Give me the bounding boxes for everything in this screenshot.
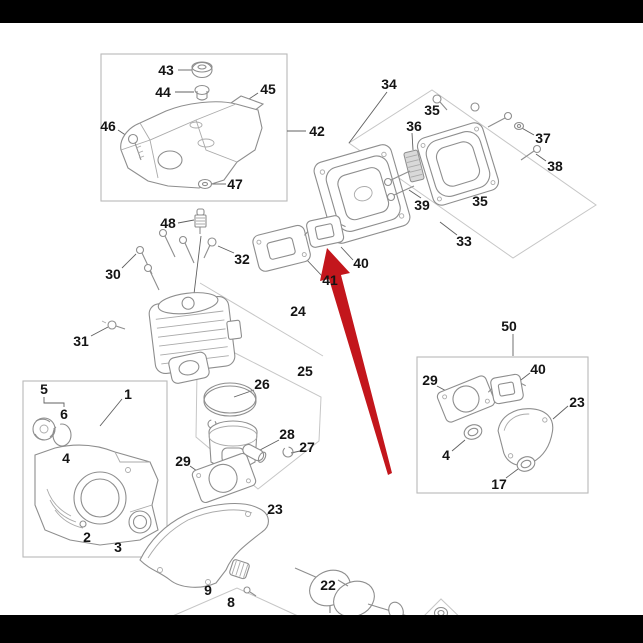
part-cylinder-screws-30 bbox=[135, 228, 195, 291]
part-number-label-47: 47 bbox=[227, 176, 243, 192]
part-spark-plug-48 bbox=[194, 208, 207, 234]
top-cover-group-box bbox=[100, 53, 288, 202]
part-muffler-front-34 bbox=[325, 155, 401, 232]
part-number-label-27: 27 bbox=[299, 439, 315, 455]
part-number-label-6: 6 bbox=[60, 406, 68, 422]
part-gasket-40-target bbox=[304, 215, 346, 248]
part-number-label-48: 48 bbox=[160, 215, 176, 231]
part-needle-cage-9 bbox=[229, 559, 250, 580]
part-number-label-29b: 29 bbox=[422, 372, 438, 388]
part-number-label-34: 34 bbox=[381, 76, 397, 92]
part-gasket-29-kit bbox=[436, 375, 496, 423]
part-number-label-39: 39 bbox=[414, 197, 430, 213]
part-number-label-40a: 40 bbox=[353, 255, 369, 271]
part-bushing-44 bbox=[194, 84, 210, 101]
part-wrist-pin-28 bbox=[242, 443, 267, 463]
part-number-label-3: 3 bbox=[114, 539, 122, 555]
part-number-label-44: 44 bbox=[155, 84, 171, 100]
part-cylinder-24 bbox=[148, 292, 243, 375]
part-number-label-42: 42 bbox=[309, 123, 325, 139]
bearing-group-plane bbox=[167, 587, 299, 619]
part-number-label-36: 36 bbox=[406, 118, 422, 134]
part-number-label-17: 17 bbox=[491, 476, 507, 492]
part-rivet-37-small bbox=[470, 102, 480, 112]
part-number-label-43: 43 bbox=[158, 62, 174, 78]
part-decomp-valve-31 bbox=[101, 320, 126, 330]
part-crankcase-2 bbox=[34, 444, 159, 546]
muffler-group-plane bbox=[348, 89, 597, 259]
part-bolt-8 bbox=[243, 586, 257, 597]
part-number-label-32: 32 bbox=[234, 251, 250, 267]
part-gasket-plate-41 bbox=[252, 224, 311, 272]
part-number-label-40b: 40 bbox=[530, 361, 546, 377]
part-grommet-43 bbox=[191, 61, 213, 79]
part-bearing-3 bbox=[128, 510, 152, 534]
part-number-label-22: 22 bbox=[320, 577, 336, 593]
part-number-label-38: 38 bbox=[547, 158, 563, 174]
gasket-kit-group-box bbox=[416, 356, 589, 494]
part-oil-seal-17-kit bbox=[516, 456, 536, 472]
part-bolt-38 bbox=[520, 144, 542, 161]
part-bolt-32 bbox=[203, 237, 217, 259]
part-number-label-50: 50 bbox=[501, 318, 517, 334]
part-number-label-29a: 29 bbox=[175, 453, 191, 469]
part-number-label-4a: 4 bbox=[62, 450, 70, 466]
cylinder-group-line bbox=[199, 282, 324, 357]
part-number-label-9: 9 bbox=[204, 582, 212, 598]
part-circlip-27 bbox=[282, 446, 294, 458]
part-number-label-23a: 23 bbox=[267, 501, 283, 517]
part-number-label-4b: 4 bbox=[442, 447, 450, 463]
crankcase-group-box bbox=[22, 380, 168, 558]
part-number-label-30: 30 bbox=[105, 266, 121, 282]
part-number-label-37: 37 bbox=[535, 130, 551, 146]
part-number-label-28: 28 bbox=[279, 426, 295, 442]
part-number-label-33: 33 bbox=[456, 233, 472, 249]
part-bolt-37 bbox=[487, 111, 525, 131]
part-oil-seal-4-kit bbox=[463, 424, 483, 440]
part-number-label-2: 2 bbox=[83, 529, 91, 545]
part-number-label-23b: 23 bbox=[569, 394, 585, 410]
part-number-label-41: 41 bbox=[322, 272, 338, 288]
part-number-label-35b: 35 bbox=[472, 193, 488, 209]
part-number-label-46: 46 bbox=[100, 118, 116, 134]
part-number-label-5: 5 bbox=[40, 381, 48, 397]
part-muffler-rear-35 bbox=[416, 122, 500, 206]
part-number-label-25: 25 bbox=[297, 363, 313, 379]
part-shroud-cover-42 bbox=[120, 101, 263, 189]
part-gasket-23-left bbox=[139, 503, 269, 588]
part-spark-screen-36 bbox=[403, 149, 425, 183]
part-number-label-24: 24 bbox=[290, 303, 306, 319]
part-number-label-45: 45 bbox=[260, 81, 276, 97]
part-screw-46 bbox=[127, 133, 145, 161]
red-callout-arrow bbox=[320, 248, 392, 475]
part-number-label-26: 26 bbox=[254, 376, 270, 392]
part-gasket-40-kit bbox=[487, 373, 526, 405]
part-washer-47 bbox=[197, 178, 213, 190]
part-gasket-29-left bbox=[191, 452, 257, 504]
top-letterbox-bar bbox=[0, 0, 643, 23]
part-piston-25 bbox=[208, 420, 258, 470]
part-number-label-35a: 35 bbox=[424, 102, 440, 118]
bottom-letterbox-bar bbox=[0, 615, 643, 643]
part-screw-35-top bbox=[432, 94, 448, 111]
part-number-label-8: 8 bbox=[227, 594, 235, 610]
part-number-label-31: 31 bbox=[73, 333, 89, 349]
part-manifold-spacer bbox=[168, 351, 210, 384]
part-number-label-1: 1 bbox=[124, 386, 132, 402]
part-bolts-39 bbox=[383, 170, 415, 202]
